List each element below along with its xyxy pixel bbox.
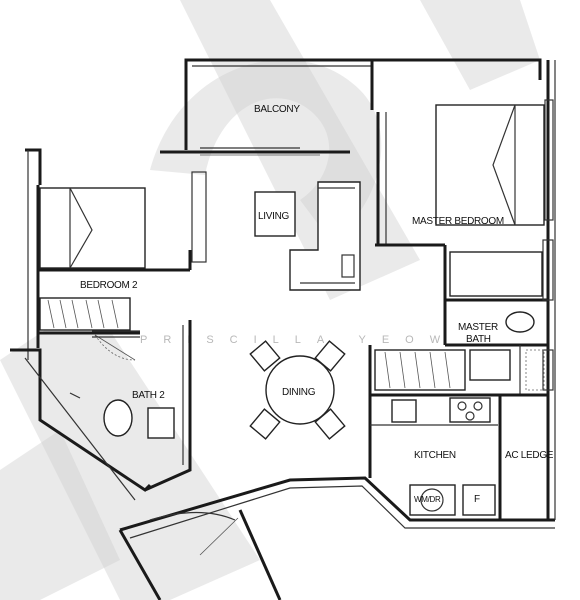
labels: BALCONY LIVING MASTER BEDROOM BEDROOM 2 … bbox=[80, 104, 554, 505]
dining-table bbox=[265, 355, 335, 425]
label-washer-dryer: WM/DR bbox=[414, 495, 441, 504]
master-bath-basin bbox=[469, 349, 511, 381]
label-fridge: F bbox=[474, 494, 480, 505]
walls bbox=[10, 58, 556, 600]
kitchen-hob bbox=[449, 397, 491, 423]
master-bed bbox=[435, 104, 545, 226]
fridge bbox=[462, 484, 496, 516]
label-master-bath-2: BATH bbox=[466, 334, 491, 345]
bedroom-2-bed bbox=[39, 187, 146, 269]
kitchen-sink bbox=[391, 399, 417, 423]
label-kitchen: KITCHEN bbox=[414, 450, 456, 461]
label-bedroom-2: BEDROOM 2 bbox=[80, 280, 138, 291]
watermark-text: PRISCILLA YEOW bbox=[140, 334, 456, 346]
label-living: LIVING bbox=[258, 211, 290, 222]
furniture bbox=[39, 104, 545, 516]
label-dining: DINING bbox=[282, 387, 316, 398]
watermark: PRISCILLA YEOW bbox=[0, 0, 540, 600]
kitchen-cabinet bbox=[374, 349, 466, 391]
washer-dryer bbox=[409, 484, 456, 516]
label-master-bath-1: MASTER bbox=[458, 322, 498, 333]
bath-2-basin bbox=[147, 407, 175, 439]
label-balcony: BALCONY bbox=[254, 104, 300, 115]
bath-2-toilet bbox=[103, 399, 133, 437]
doors bbox=[92, 330, 239, 556]
master-bath-vanity bbox=[449, 251, 543, 297]
label-bath-2: BATH 2 bbox=[132, 390, 165, 401]
master-bath-toilet bbox=[505, 311, 535, 333]
label-master-bedroom: MASTER BEDROOM bbox=[412, 216, 504, 227]
label-ac-ledge: AC LEDGE bbox=[505, 450, 554, 461]
living-table bbox=[254, 191, 296, 237]
